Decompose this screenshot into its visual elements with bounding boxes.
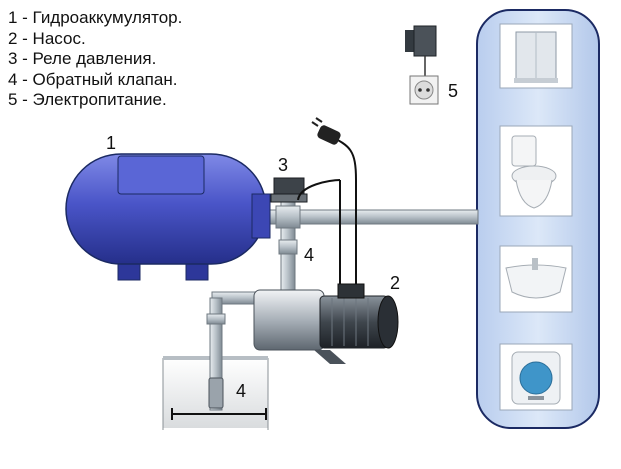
legend: 1 - Гидроаккумулятор. 2 - Насос. 3 - Рел… [8, 8, 268, 111]
legend-item-check-valve: 4 - Обратный клапан. [8, 69, 178, 89]
sink-icon [499, 245, 573, 313]
legend-item-pump: 2 - Насос. [8, 28, 86, 48]
label-check-valve-lower: 4 [236, 381, 247, 401]
water-heater-icon [499, 343, 573, 411]
pump [211, 283, 399, 364]
legend-item-pressure-switch: 3 - Реле давления. [8, 49, 157, 68]
pressure-switch [270, 177, 308, 203]
plug-icon [311, 117, 341, 145]
socket-icon [409, 75, 439, 105]
legend-item-accumulator: 1 - Гидроаккумулятор. [8, 8, 183, 27]
shower-cabin-icon [499, 23, 573, 89]
accumulator-tank [65, 153, 271, 281]
toilet-icon [499, 125, 573, 217]
legend-item-power-supply: 5 - Электропитание. [8, 90, 167, 109]
tee-pipe [275, 189, 301, 297]
suction-pipe [206, 297, 226, 411]
label-check-valve-upper: 4 [304, 245, 315, 265]
label-pump: 2 [390, 273, 401, 293]
label-accumulator: 1 [106, 133, 117, 153]
power-supply [405, 25, 437, 76]
label-power-supply: 5 [448, 81, 459, 101]
label-pressure-switch: 3 [278, 155, 289, 175]
